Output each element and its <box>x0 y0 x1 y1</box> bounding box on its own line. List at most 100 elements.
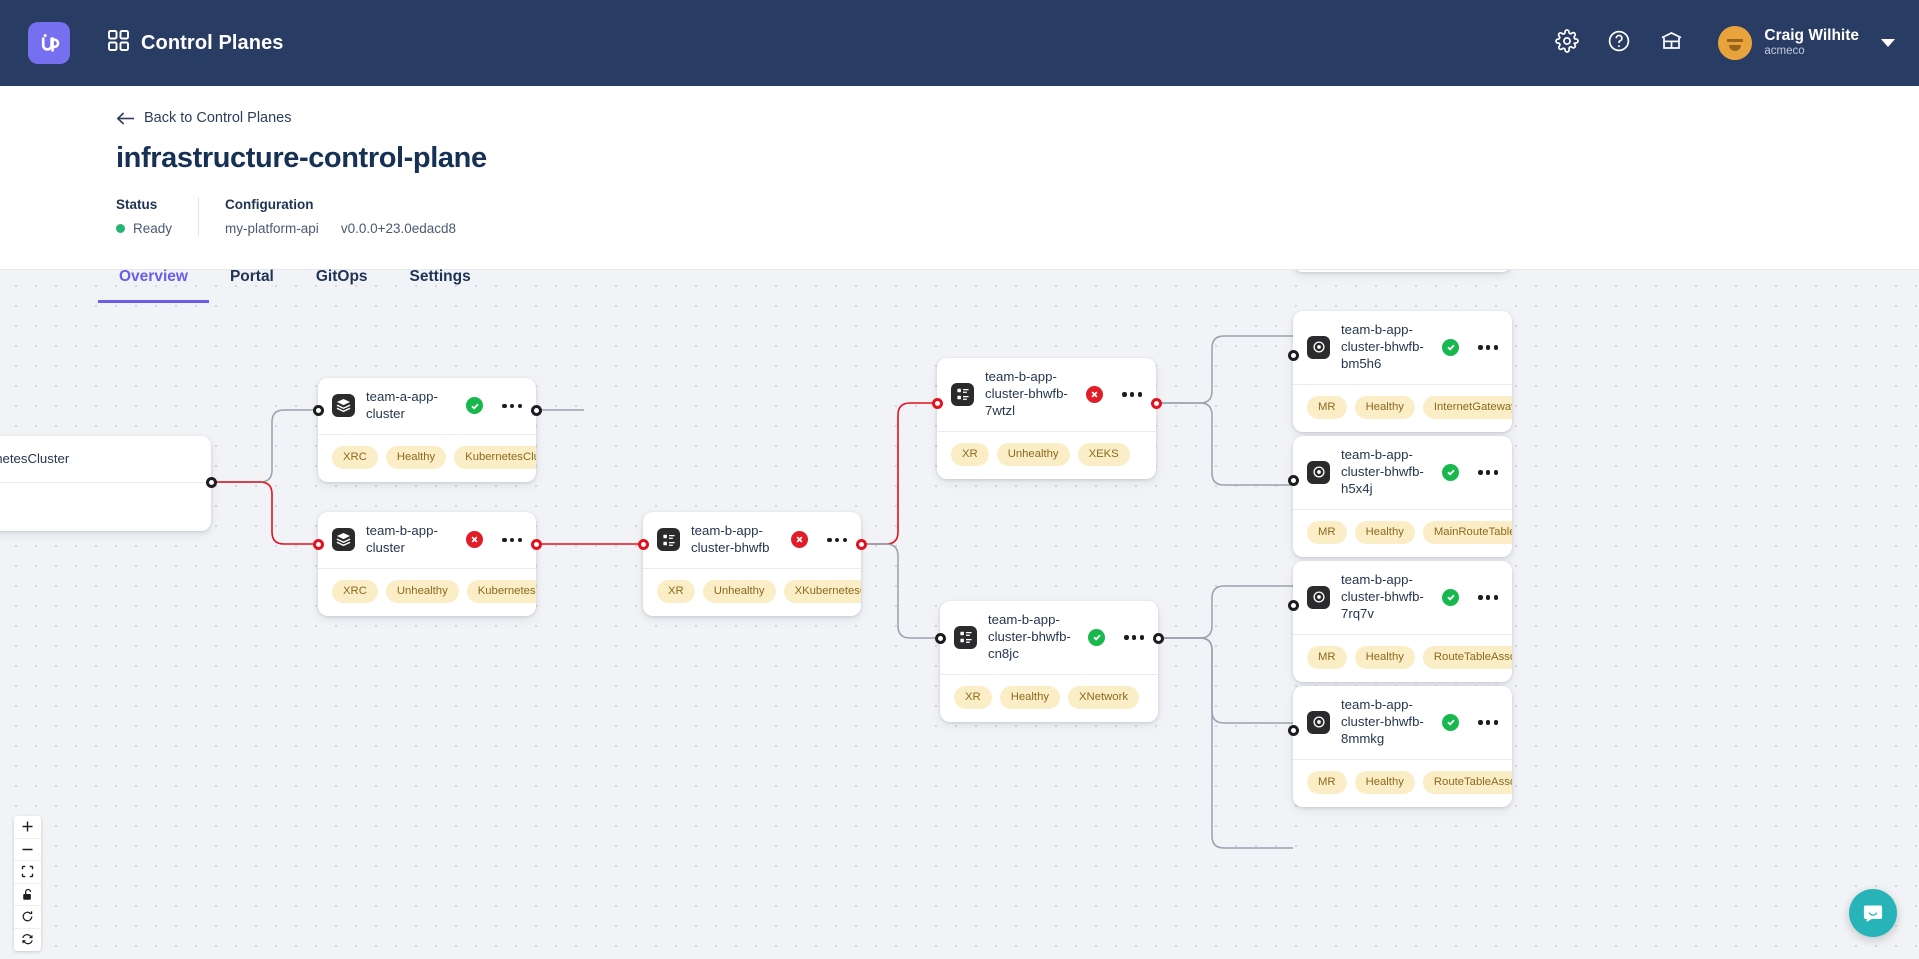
status-block: Status Ready <box>116 197 198 236</box>
refresh-icon[interactable] <box>14 906 41 929</box>
node-header: team-b-app-cluster-bhwfb-cn8jc <box>940 601 1158 674</box>
node-port-out[interactable] <box>1153 633 1164 644</box>
node-pill: XRC <box>332 579 378 604</box>
status-healthy-icon <box>1442 588 1460 606</box>
node-menu-button[interactable] <box>1476 718 1500 726</box>
lock-icon[interactable] <box>14 884 41 906</box>
back-to-control-planes-link[interactable]: Back to Control Planes <box>116 110 292 126</box>
node-pill: KubernetesCluster <box>466 579 536 604</box>
node-pill: Healthy <box>999 685 1061 710</box>
chat-button[interactable] <box>1849 889 1897 937</box>
user-identity: Craig Wilhite acmeco <box>1764 27 1859 58</box>
node-menu-button[interactable] <box>1476 468 1500 476</box>
target-icon <box>1307 585 1330 609</box>
node-badges: MR Healthy MainRouteTableAssociation <box>1293 510 1512 558</box>
node-port-in[interactable] <box>1288 475 1299 486</box>
node-port-in[interactable] <box>638 539 649 550</box>
node-pill: XR <box>951 442 989 467</box>
graph-node[interactable]: team-b-app-cluster-bhwfb-7wtzl XR Unheal… <box>937 358 1156 480</box>
node-pill: Healthy <box>385 445 447 470</box>
tab-overview[interactable]: Overview <box>98 258 209 303</box>
status-healthy-icon <box>1442 713 1460 731</box>
configuration-version: v0.0.0+23.0edacd8 <box>340 220 457 236</box>
node-port-out[interactable] <box>856 539 867 550</box>
node-pill: XR <box>954 685 992 710</box>
graph-node[interactable]: team-b-app-cluster-bhwfb XR Unhealthy XK… <box>643 512 861 617</box>
node-pill: XEKS <box>1077 442 1130 467</box>
node-menu-button[interactable] <box>500 536 524 544</box>
node-title: team-b-app-cluster-bhwfb-7wtzl <box>985 369 1068 418</box>
target-icon <box>1307 710 1330 734</box>
node-port-in[interactable] <box>313 539 324 550</box>
app-title: Control Planes <box>141 31 284 54</box>
list-icon <box>954 625 977 649</box>
fit-view-icon[interactable] <box>14 861 41 884</box>
node-port-in[interactable] <box>1288 725 1299 736</box>
chevron-down-icon[interactable] <box>1881 39 1895 47</box>
tab-portal[interactable]: Portal <box>229 267 274 285</box>
node-badges: XRC Healthy KubernetesCluster <box>318 435 536 483</box>
node-menu-button[interactable] <box>1122 633 1146 641</box>
node-badges: XR Healthy XNetwork <box>940 675 1158 723</box>
node-menu-button[interactable] <box>825 536 849 544</box>
user-org: acmeco <box>1764 45 1805 58</box>
canvas-controls <box>14 816 41 951</box>
status-healthy-icon <box>1442 463 1460 481</box>
node-port-in[interactable] <box>935 633 946 644</box>
node-pill: MainRouteTableAssociation <box>1422 520 1512 545</box>
node-port-out[interactable] <box>206 477 217 488</box>
node-pill: MR <box>1307 520 1347 545</box>
node-menu-button[interactable] <box>1120 390 1144 398</box>
node-header: team-b-app-cluster-bhwfb-h5x4j <box>1293 436 1512 509</box>
node-pill: Unhealthy <box>702 579 776 604</box>
list-icon <box>657 528 680 552</box>
brand-group[interactable]: Control Planes <box>108 30 284 56</box>
help-icon[interactable] <box>1607 29 1631 58</box>
node-port-out[interactable] <box>531 405 542 416</box>
node-header: team-b-app-cluster-bhwfb-7wtzl <box>937 358 1156 431</box>
topbar-icon-group <box>1555 28 1684 58</box>
graph-node[interactable]: K KubernetesCluster API <box>0 436 211 531</box>
node-menu-button[interactable] <box>1476 593 1500 601</box>
zoom-out-icon[interactable] <box>14 839 41 861</box>
node-port-in[interactable] <box>313 405 324 416</box>
node-port-in[interactable] <box>1288 350 1299 361</box>
user-menu[interactable]: Craig Wilhite acmeco <box>1718 26 1895 60</box>
node-divider <box>1293 383 1512 385</box>
node-title: team-b-app-cluster-bhwfb-h5x4j <box>1341 447 1424 496</box>
node-port-in[interactable] <box>1288 600 1299 611</box>
marketplace-icon[interactable] <box>1659 29 1684 58</box>
node-pill: RouteTableAssociation <box>1422 645 1512 670</box>
back-link-label: Back to Control Planes <box>144 110 292 126</box>
tab-settings[interactable]: Settings <box>409 267 471 285</box>
upbound-logo[interactable] <box>28 22 70 64</box>
sync-icon[interactable] <box>14 929 41 952</box>
status-unhealthy-icon <box>1086 385 1104 403</box>
node-pill: InternetGateway <box>1422 395 1512 420</box>
graph-node[interactable]: team-a-app-cluster XRC Healthy Kubernete… <box>318 378 536 483</box>
graph-node-partial[interactable] <box>1293 270 1512 272</box>
status-label: Status <box>116 196 158 212</box>
graph-node[interactable]: team-b-app-cluster-bhwfb-7rq7v MR Health… <box>1293 561 1512 683</box>
node-pill: XRC <box>332 445 378 470</box>
settings-icon[interactable] <box>1555 28 1580 58</box>
top-navigation-bar: Control Planes <box>0 0 1919 86</box>
node-menu-button[interactable] <box>1476 343 1500 351</box>
node-port-out[interactable] <box>531 539 542 550</box>
status-unhealthy-icon <box>791 531 809 549</box>
layers-icon <box>332 528 355 552</box>
status-value: Ready <box>133 220 173 236</box>
tab-gitops[interactable]: GitOps <box>315 267 368 285</box>
graph-node[interactable]: team-b-app-cluster XRC Unhealthy Kuberne… <box>318 512 536 617</box>
configuration-label: Configuration <box>225 196 314 212</box>
graph-node[interactable]: team-b-app-cluster-bhwfb-h5x4j MR Health… <box>1293 436 1512 558</box>
node-port-in[interactable] <box>932 398 943 409</box>
graph-node[interactable]: team-b-app-cluster-bhwfb-bm5h6 MR Health… <box>1293 311 1512 433</box>
resource-graph-canvas[interactable]: K KubernetesCluster API team-a-app-clust… <box>0 269 1919 959</box>
graph-node[interactable]: team-b-app-cluster-bhwfb-8mmkg MR Health… <box>1293 686 1512 808</box>
node-port-out[interactable] <box>1151 398 1162 409</box>
zoom-in-icon[interactable] <box>14 816 41 839</box>
graph-node[interactable]: team-b-app-cluster-bhwfb-cn8jc XR Health… <box>940 601 1158 723</box>
node-menu-button[interactable] <box>500 402 524 410</box>
configuration-name: my-platform-api <box>225 220 319 236</box>
